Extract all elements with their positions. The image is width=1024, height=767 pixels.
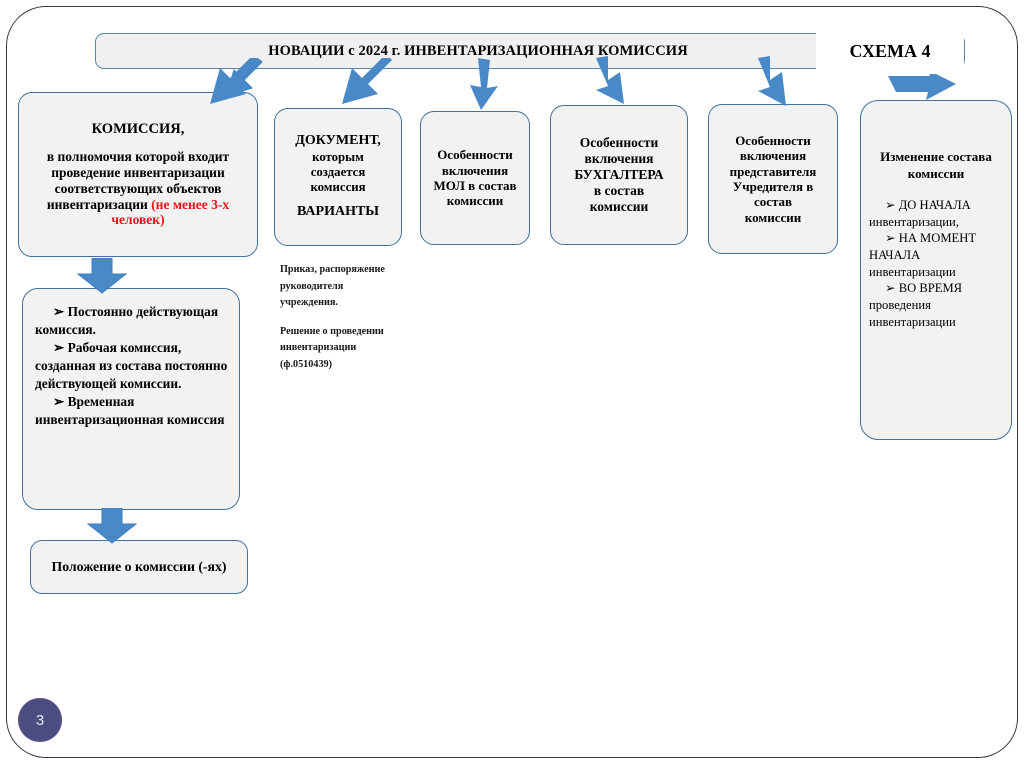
- box-uchreditel[interactable]: Особенности включения представителя Учре…: [708, 104, 838, 254]
- document-variants-text: Приказ, распоряжение руководителя учрежд…: [280, 262, 392, 385]
- list-item: ➢ ВО ВРЕМЯ проведения инвентаризации: [869, 280, 1003, 330]
- box-uchreditel-line3: представителя: [729, 163, 817, 179]
- box-buhgalter-line2: включения: [584, 151, 654, 167]
- box-buhgalter-line4: в состав: [593, 182, 645, 198]
- bullet-glyph: ➢: [885, 197, 896, 212]
- arrow-to-mol: [470, 58, 498, 110]
- box-komissiya-title: КОМИССИЯ,: [91, 120, 185, 137]
- box-mol-text: Особенности включения МОЛ в состав комис…: [433, 147, 517, 209]
- box-komissiya[interactable]: КОМИССИЯ, в полномочия которой входит пр…: [18, 92, 258, 257]
- box-komissiya-body: в полномочия которой входит проведение и…: [26, 149, 250, 229]
- bullet-glyph: ➢: [53, 304, 65, 319]
- box-uchreditel-line1: Особенности: [735, 133, 811, 149]
- arrow-to-buhgalter: [596, 56, 624, 104]
- box-commission-types[interactable]: ➢ Постоянно действующая комиссия. ➢ Рабо…: [22, 288, 240, 510]
- bullet-glyph: ➢: [53, 339, 65, 355]
- izmenenie-list: ➢ ДО НАЧАЛА инвентаризации, ➢ НА МОМЕНТ …: [869, 197, 1003, 331]
- bullet-glyph: ➢: [885, 281, 896, 296]
- box-polozhenie-text: Положение о комиссии (-ях): [51, 558, 227, 574]
- list-item: ➢ ДО НАЧАЛА инвентаризации,: [869, 197, 1003, 230]
- box-komissiya-body-highlight: (не менее 3-х человек): [111, 196, 230, 228]
- box-uchreditel-line6: комиссии: [744, 209, 802, 225]
- arrow-to-uchreditel: [758, 56, 786, 106]
- box-izmenenie-sostava[interactable]: Изменение состава комиссии ➢ ДО НАЧАЛА и…: [860, 100, 1012, 440]
- list-item-label: ВО ВРЕМЯ проведения инвентаризации: [869, 281, 963, 329]
- arrow-to-komissiya: [210, 58, 263, 104]
- box-uchreditel-line2: включения: [739, 148, 807, 164]
- list-item-label: Рабочая комиссия, созданная из состава п…: [35, 339, 228, 391]
- box-document-line2: которым: [312, 149, 364, 164]
- list-item: ➢ Постоянно действующая комиссия.: [35, 303, 229, 339]
- arrow-to-izmenenie: [888, 70, 956, 100]
- box-uchreditel-line5: состав: [753, 194, 793, 210]
- box-document[interactable]: ДОКУМЕНТ, которым создается комиссия ВАР…: [274, 108, 402, 246]
- box-buhgalter[interactable]: Особенности включения БУХГАЛТЕРА в соста…: [550, 105, 688, 245]
- list-item: ➢ Временная инвентаризационная комиссия: [35, 393, 229, 429]
- arrow-types-to-polozhenie: [86, 508, 138, 544]
- arrow-komissiya-to-types: [76, 258, 128, 294]
- box-izmenenie-heading: Изменение состава комиссии: [880, 149, 992, 181]
- list-item: ➢ НА МОМЕНТ НАЧАЛА инвентаризации: [869, 230, 1003, 280]
- page-title: НОВАЦИИ с 2024 г. ИНВЕНТАРИЗАЦИОННАЯ КОМ…: [268, 42, 688, 59]
- bullet-glyph: ➢: [53, 393, 65, 409]
- box-polozhenie[interactable]: Положение о комиссии (-ях): [30, 540, 248, 594]
- list-item: ➢ Рабочая комиссия, созданная из состава…: [35, 339, 229, 393]
- list-item-label: ДО НАЧАЛА инвентаризации,: [869, 197, 971, 229]
- box-document-line1: ДОКУМЕНТ,: [295, 133, 381, 149]
- document-variant-1: Приказ, распоряжение руководителя учрежд…: [280, 264, 385, 309]
- list-item-label: Временная инвентаризационная комиссия: [35, 393, 225, 427]
- list-item-label: НА МОМЕНТ НАЧАЛА инвентаризации: [869, 231, 977, 279]
- document-variant-2: Решение о проведении инвентаризации (ф.0…: [280, 325, 384, 370]
- commission-types-list: ➢ Постоянно действующая комиссия. ➢ Рабо…: [35, 303, 229, 429]
- box-buhgalter-line3: БУХГАЛТЕРА: [574, 167, 664, 183]
- bullet-glyph: ➢: [885, 231, 896, 246]
- box-document-line3: создается: [310, 164, 366, 179]
- page-number-badge: 3: [18, 698, 62, 742]
- box-komissiya-body-plain: в полномочия которой входит проведение и…: [46, 148, 230, 212]
- box-uchreditel-line4: Учредителя в: [732, 179, 814, 194]
- scheme-badge: СХЕМА 4: [816, 28, 964, 74]
- box-mol[interactable]: Особенности включения МОЛ в состав комис…: [420, 111, 530, 245]
- box-buhgalter-line5: комиссии: [589, 198, 649, 214]
- arrow-to-document: [342, 58, 392, 104]
- box-document-line4: комиссия: [310, 180, 366, 195]
- box-document-variants: ВАРИАНТЫ: [296, 204, 380, 220]
- box-buhgalter-line1: Особенности: [579, 135, 659, 151]
- list-item-label: Постоянно действующая комиссия.: [35, 304, 219, 337]
